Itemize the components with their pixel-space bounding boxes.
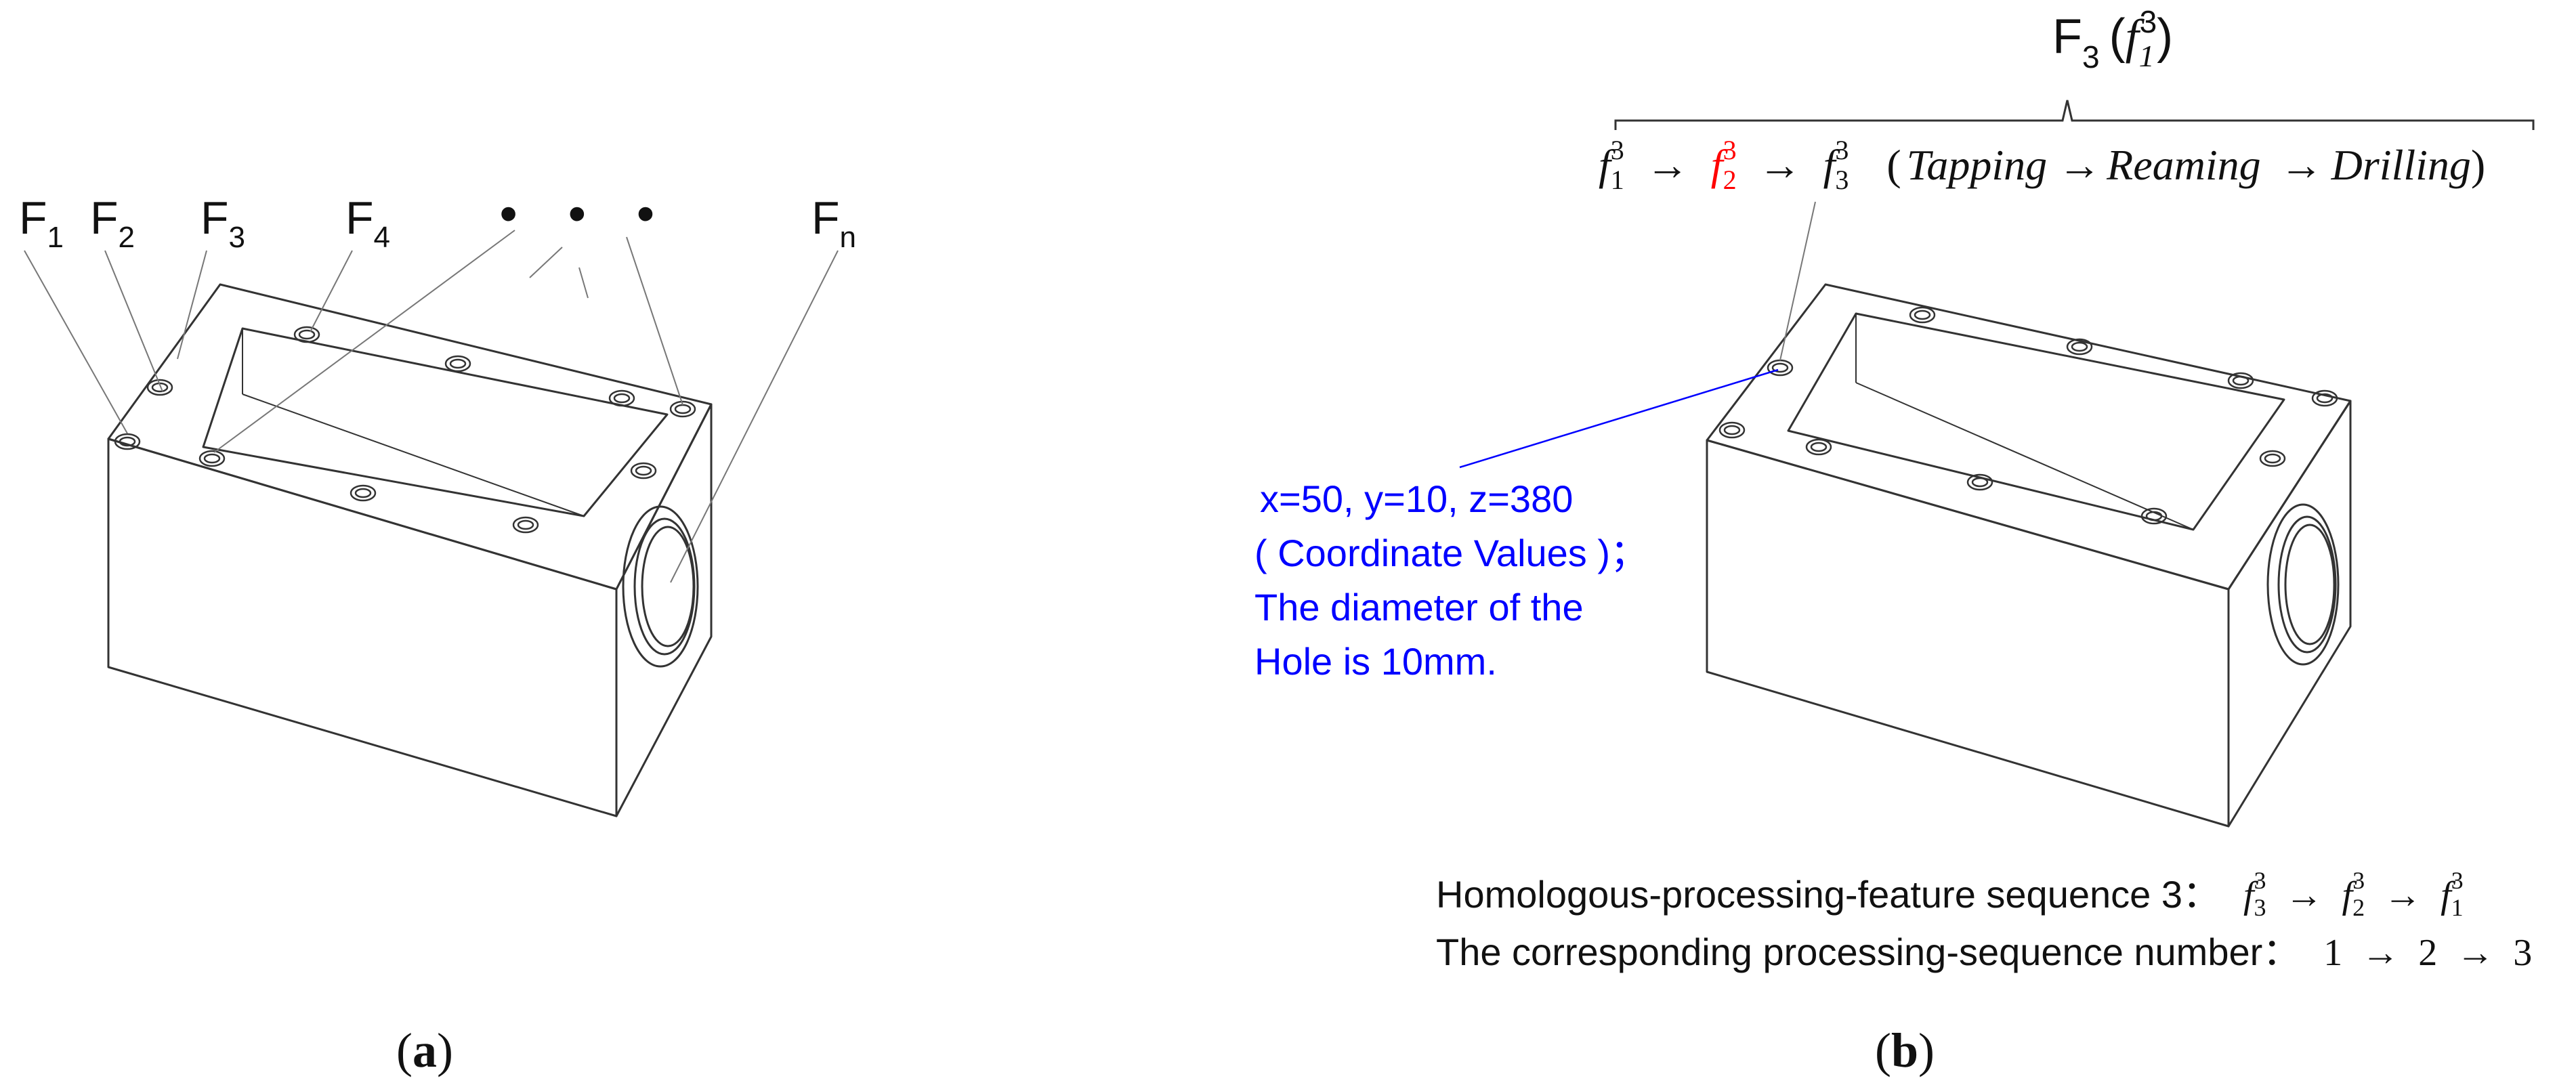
hole — [1966, 473, 1993, 491]
feature-label-f2: F2 — [90, 192, 135, 254]
hole-annotation: x=50, y=10, z=380 ( Coordinate Values )；… — [1254, 477, 1648, 683]
leader-lines-a — [24, 230, 839, 583]
caption-b: (b) — [1875, 1023, 1935, 1078]
hole — [293, 326, 320, 343]
panel-a: F1 F2 F3 F4 • • • Fn (a) — [19, 187, 856, 1078]
footer-line-2: The corresponding processing-sequence nu… — [1436, 931, 2532, 974]
hole — [1718, 421, 1746, 439]
hole — [630, 462, 657, 479]
hole — [444, 355, 471, 372]
box-a-top-rim — [107, 283, 713, 591]
annotation-diameter-2: Hole is 10mm. — [1254, 640, 1497, 683]
hole — [2311, 389, 2338, 407]
panel-b-header: F3(f13) — [2052, 4, 2173, 74]
annotation-diameter-1: The diameter of the — [1254, 586, 1584, 628]
box-b-inner-opening — [1787, 312, 2285, 531]
box-a-side-ring-inner — [641, 526, 695, 647]
feature-label-f4: F4 — [345, 192, 390, 254]
box-a-drawing — [107, 283, 713, 817]
feature-label-f1: F1 — [19, 192, 64, 254]
box-b-front-face — [1706, 439, 2230, 828]
box-b-holes — [1718, 306, 2338, 525]
leader-line-sequence — [1779, 201, 1816, 361]
box-b-side-ring-mid — [2277, 515, 2337, 654]
footer-line-1: Homologous-processing-feature sequence 3… — [1436, 855, 2464, 921]
sequence-brace — [1614, 100, 2535, 130]
hole — [2259, 450, 2286, 467]
box-b-side-ring-inner — [2284, 524, 2336, 645]
box-b-drawing — [1706, 283, 2352, 828]
hole — [608, 389, 635, 407]
box-a-side-ring-mid — [633, 517, 696, 656]
hole — [350, 484, 377, 502]
hole — [1909, 306, 1936, 324]
hole — [2140, 507, 2168, 525]
annotation-coordinates: x=50, y=10, z=380 — [1260, 477, 1573, 520]
feature-label-f3: F3 — [200, 192, 245, 254]
feature-label-fn: Fn — [811, 192, 856, 254]
caption-a: (a) — [396, 1023, 453, 1078]
hole — [198, 450, 226, 467]
hole — [2227, 372, 2254, 389]
box-b-side-ring-outer — [2266, 503, 2340, 666]
ellipsis-dots: • • • — [500, 187, 673, 241]
hole — [114, 433, 141, 450]
hole — [512, 516, 539, 534]
box-a-front-face — [107, 438, 618, 817]
hole — [2066, 338, 2093, 356]
box-b-top-rim — [1706, 283, 2352, 591]
leader-line-annotation — [1459, 368, 1779, 469]
hole — [146, 379, 173, 396]
box-a-side-ring-outer — [622, 505, 699, 668]
box-a-inner-opening — [202, 327, 669, 517]
panel-b: F3(f13) f13 → f23 → f33 (Tapping →Reamin… — [1254, 4, 2535, 1078]
annotation-coordinate-label: ( Coordinate Values )； — [1254, 532, 1648, 574]
hole-f3-highlighted — [1767, 359, 1794, 377]
hole — [1805, 438, 1832, 456]
hole — [669, 400, 696, 418]
box-a-holes — [114, 326, 696, 534]
sequence-line: f13 → f23 → f33 (Tapping →Reaming →Drill… — [1599, 121, 2485, 195]
